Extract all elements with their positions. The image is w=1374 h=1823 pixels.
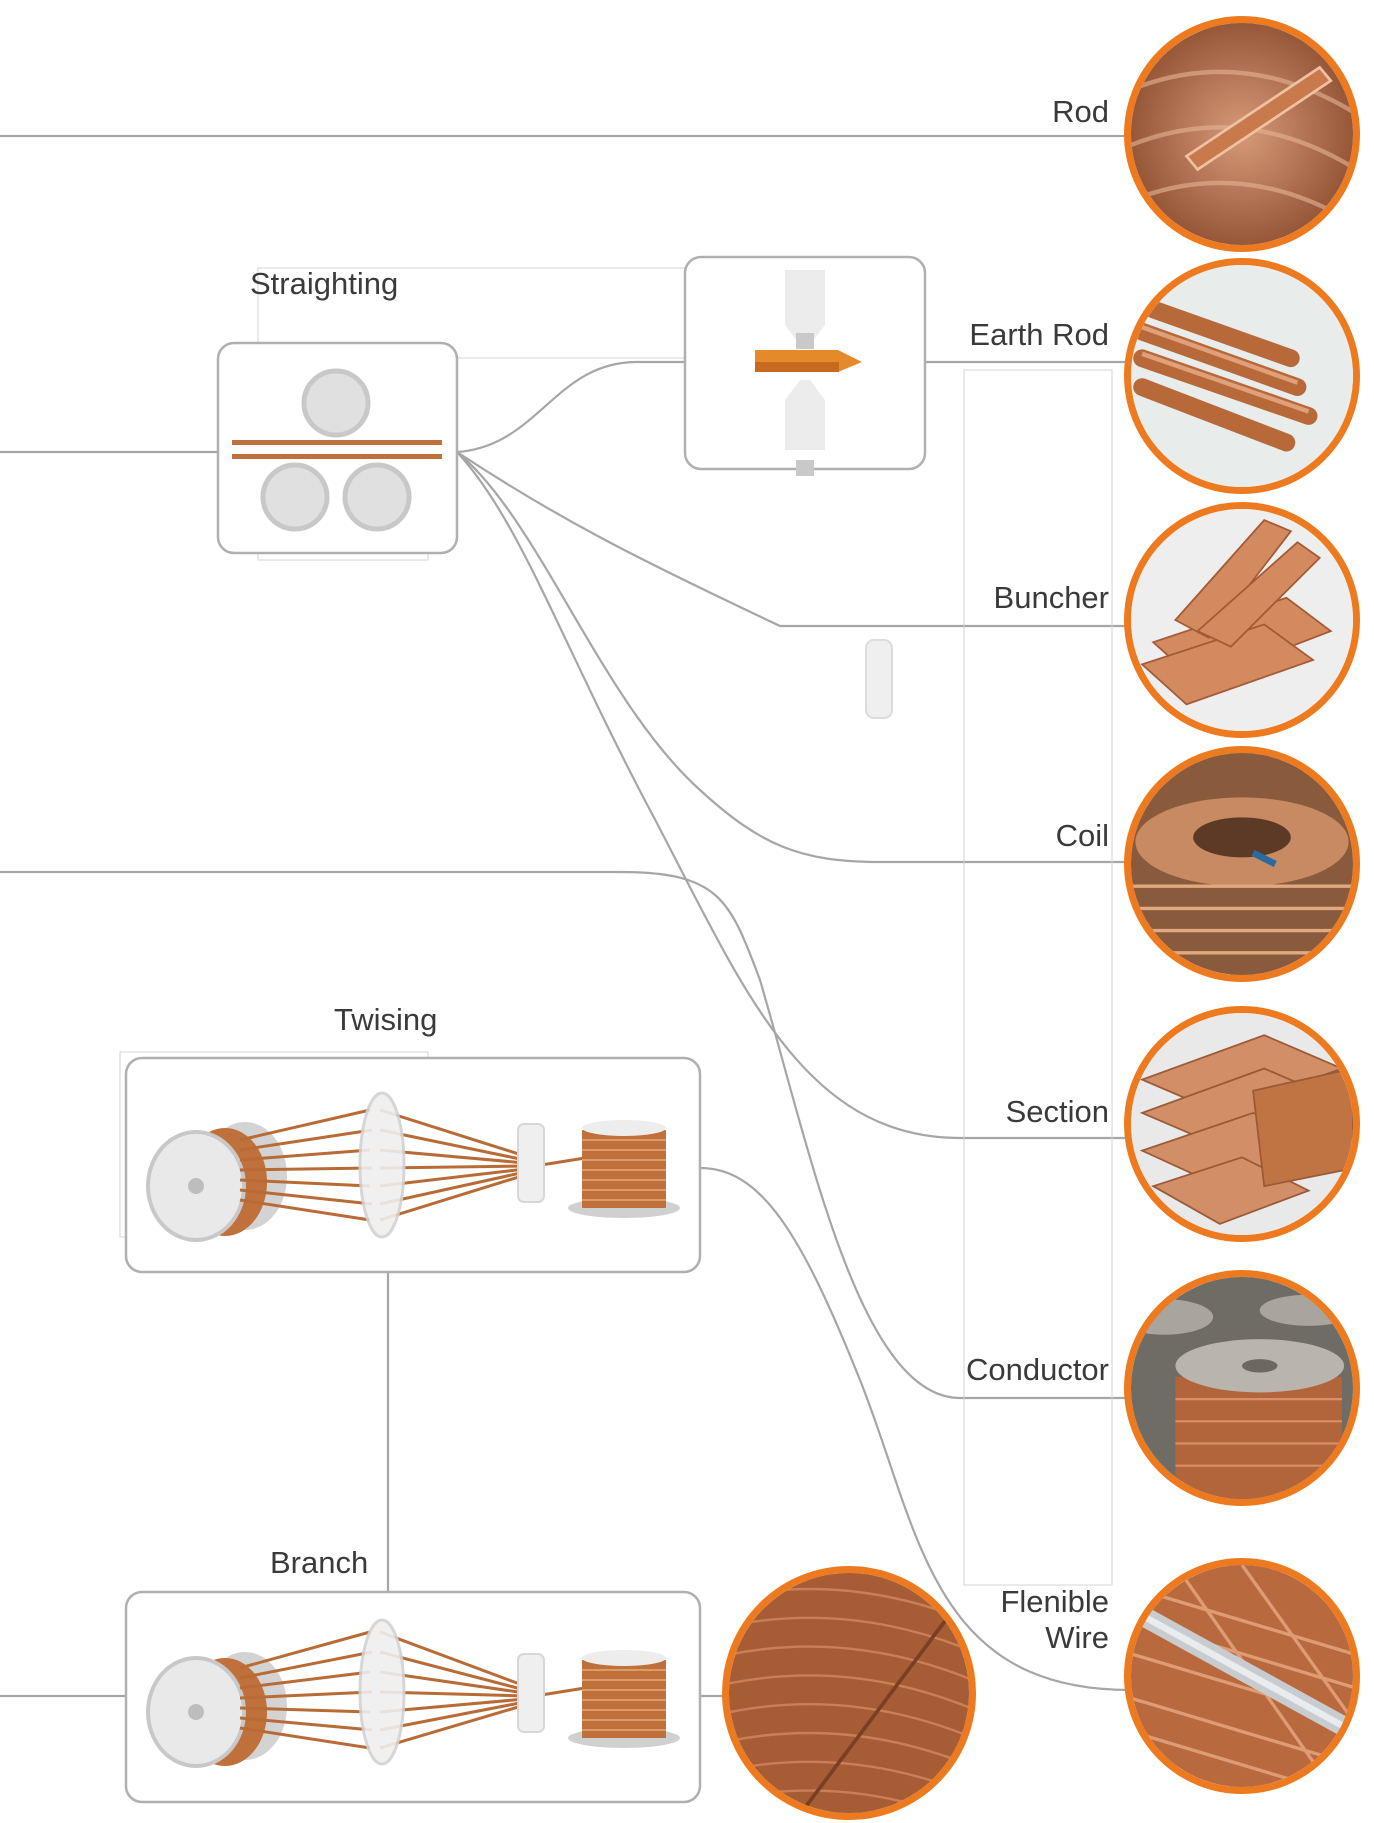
section-connector-line (456, 451, 1130, 1140)
earth-rod-photo (1124, 258, 1360, 494)
product-label-earth-rod: Earth Rod (969, 317, 1109, 352)
branch-label: Branch (270, 1545, 369, 1580)
die-cylinder (865, 639, 893, 719)
section-photo (1124, 1006, 1360, 1242)
guide-box-8 (963, 369, 1113, 1586)
branch-machine (124, 1590, 702, 1804)
conductor-photo (1124, 1270, 1360, 1506)
straighting-machine (216, 341, 459, 555)
flenible-wire-connector-line (699, 1166, 1131, 1692)
product-label-rod: Rod (1052, 94, 1109, 129)
buncher-photo (1124, 502, 1360, 738)
coil-photo (1124, 746, 1360, 982)
product-label-flenible-wire: Flenible Wire (1000, 1584, 1109, 1655)
pointing-machine (683, 255, 927, 476)
product-label-coil: Coil (1055, 818, 1109, 853)
straighting-label: Straighting (250, 266, 399, 301)
conductor-connector-line (0, 870, 1130, 1400)
to-pointing-machine-line (456, 360, 685, 454)
branch-wire-photo (722, 1566, 976, 1820)
rod-photo (1124, 16, 1360, 252)
buncher-connector-line (456, 451, 1130, 628)
product-label-flenible-line2: Wire (1045, 1619, 1109, 1655)
twising-machine (124, 1056, 702, 1274)
twising-label: Twising (334, 1002, 438, 1037)
product-label-flenible-line1: Flenible (1000, 1584, 1109, 1619)
flenible-wire-photo (1124, 1558, 1360, 1794)
product-label-buncher: Buncher (993, 580, 1109, 615)
product-label-section: Section (1005, 1094, 1109, 1129)
coil-connector-line (456, 451, 1130, 864)
product-label-conductor: Conductor (965, 1352, 1109, 1387)
